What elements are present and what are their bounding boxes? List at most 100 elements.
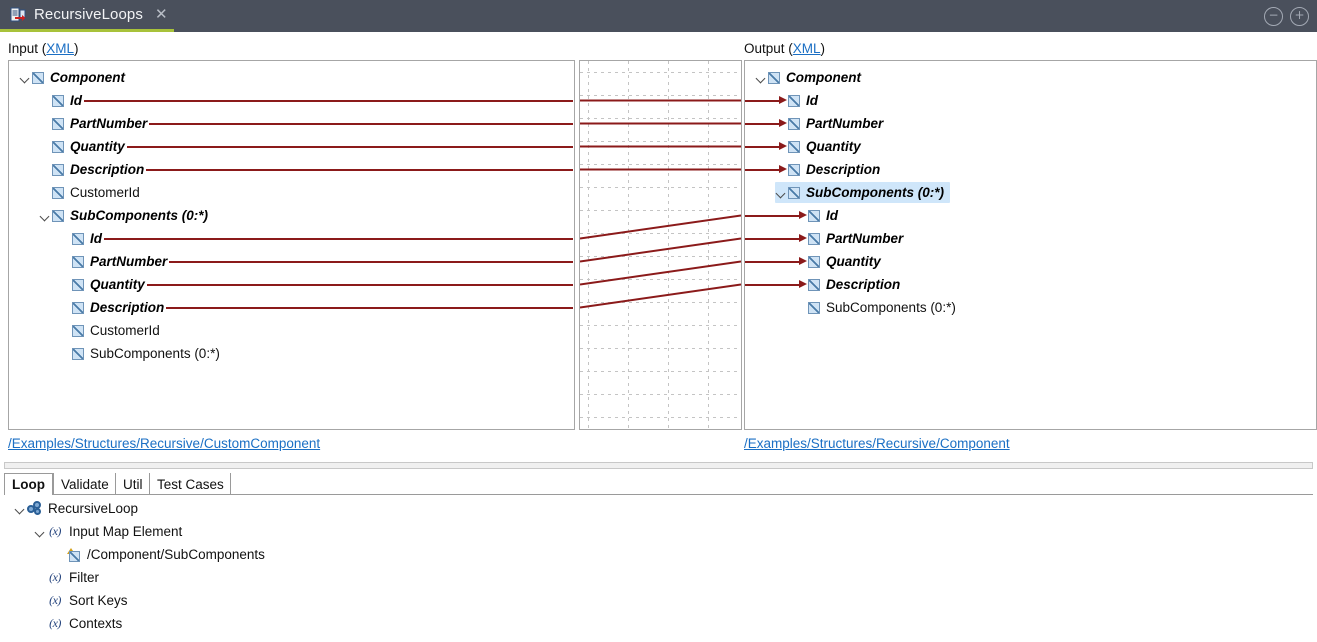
- minimize-button[interactable]: −: [1264, 7, 1283, 26]
- canvas-grid-line: [580, 118, 741, 119]
- canvas-grid-line: [580, 325, 741, 326]
- output-tree-row-label: Quantity: [806, 139, 861, 154]
- output-tree-row[interactable]: Id: [795, 204, 838, 227]
- expand-collapse-icon[interactable]: [775, 181, 788, 204]
- loop-properties-tree[interactable]: RecursiveLoop(x)Input Map Element/Compon…: [4, 497, 1313, 642]
- bottom-tab-util[interactable]: Util: [115, 473, 150, 495]
- input-tree-row-label: CustomerId: [70, 185, 140, 200]
- output-tree-row-label: Id: [826, 208, 838, 223]
- output-tree-row[interactable]: PartNumber: [775, 112, 883, 135]
- xml-element-icon: [32, 71, 44, 84]
- expand-collapse-icon[interactable]: [34, 520, 47, 543]
- loop-tree-row[interactable]: (x)Contexts: [34, 612, 122, 635]
- mapping-connector-line: [580, 214, 741, 240]
- output-tree-row-label: SubComponents (0:*): [806, 185, 944, 200]
- output-tree-row[interactable]: SubComponents (0:*): [795, 296, 956, 319]
- xml-element-icon: [72, 324, 84, 337]
- loop-tree-row[interactable]: RecursiveLoop: [14, 497, 138, 520]
- output-tree-row[interactable]: Id: [775, 89, 818, 112]
- output-label-text: Output (: [744, 41, 793, 56]
- loop-tree-row[interactable]: /Component/SubComponents: [54, 543, 265, 566]
- close-icon[interactable]: ✕: [154, 5, 168, 23]
- xml-element-icon: [788, 140, 800, 153]
- xml-element-icon: [808, 209, 820, 222]
- mapping-canvas[interactable]: [579, 60, 742, 430]
- input-schema-path-link[interactable]: /Examples/Structures/Recursive/CustomCom…: [8, 436, 321, 451]
- bottom-tab-label: Loop: [12, 477, 45, 492]
- bottom-tab-loop[interactable]: Loop: [4, 473, 53, 496]
- bottom-tab-validate[interactable]: Validate: [53, 473, 116, 495]
- tab-strip-baseline: [4, 494, 1313, 495]
- horizontal-splitter[interactable]: [4, 462, 1313, 469]
- maximize-button[interactable]: +: [1290, 7, 1309, 26]
- input-tree-row[interactable]: Quantity: [39, 135, 125, 158]
- input-tree-row[interactable]: SubComponents (0:*): [39, 204, 208, 227]
- canvas-grid-line: [580, 72, 741, 73]
- xml-element-icon: [52, 163, 64, 176]
- output-tree-row-label: Component: [786, 70, 861, 85]
- input-tree-row[interactable]: Quantity: [59, 273, 145, 296]
- mapping-arrow-head-icon: [799, 280, 807, 288]
- output-tree-row-label: Description: [806, 162, 881, 177]
- output-schema-path-link[interactable]: /Examples/Structures/Recursive/Component: [744, 436, 1010, 451]
- mapping-arrow-line: [745, 260, 800, 263]
- xml-element-icon: [72, 255, 84, 268]
- mapping-connector-lines: [580, 99, 741, 309]
- output-tree-row[interactable]: Description: [775, 158, 880, 181]
- xml-element-icon: [52, 94, 64, 107]
- input-tree-row[interactable]: CustomerId: [39, 181, 140, 204]
- loop-tree-row[interactable]: (x)Input Map Element: [34, 520, 182, 543]
- output-tree-row[interactable]: PartNumber: [795, 227, 903, 250]
- loop-tree-row[interactable]: (x)Sort Keys: [34, 589, 127, 612]
- xml-element-icon: [52, 209, 64, 222]
- output-tree-row[interactable]: Component: [755, 66, 861, 89]
- output-tree-row[interactable]: SubComponents (0:*): [775, 181, 950, 204]
- mapping-arrow-line: [745, 237, 800, 240]
- loop-tree-row[interactable]: (x)Filter: [34, 566, 99, 589]
- mapping-arrow-line: [745, 122, 780, 125]
- editor-tab-recursiveloops[interactable]: RecursiveLoops ✕: [0, 0, 174, 32]
- xml-element-icon: [52, 186, 64, 199]
- input-xml-link[interactable]: XML: [46, 41, 75, 56]
- input-tree-row-label: PartNumber: [90, 254, 168, 269]
- mapping-arrow-head-icon: [799, 257, 807, 265]
- input-tree-row[interactable]: Description: [39, 158, 144, 181]
- output-tree-row[interactable]: Description: [795, 273, 900, 296]
- output-xml-link[interactable]: XML: [792, 41, 821, 56]
- input-panel-label: Input (XML): [8, 41, 79, 56]
- input-tree-row[interactable]: SubComponents (0:*): [59, 342, 220, 365]
- canvas-grid-line: [580, 210, 741, 211]
- loop-icon: [27, 501, 42, 516]
- canvas-grid-line: [588, 61, 589, 429]
- input-tree-row[interactable]: Id: [59, 227, 102, 250]
- xml-element-icon: [768, 71, 780, 84]
- expand-collapse-icon[interactable]: [755, 66, 768, 89]
- canvas-grid-line: [580, 233, 741, 234]
- expand-collapse-icon[interactable]: [19, 66, 32, 89]
- variable-icon: (x): [49, 616, 61, 630]
- canvas-grid-line: [580, 371, 741, 372]
- bottom-tab-label: Util: [123, 476, 143, 492]
- input-tree-row[interactable]: PartNumber: [39, 112, 147, 135]
- mapping-arrow-head-icon: [779, 165, 787, 173]
- xml-element-icon: [788, 186, 800, 199]
- input-label-text: Input (: [8, 41, 47, 56]
- mapping-arrow-head-icon: [779, 119, 787, 127]
- input-tree-row[interactable]: CustomerId: [59, 319, 160, 342]
- input-tree-row-label: SubComponents (0:*): [90, 346, 220, 361]
- output-tree-row[interactable]: Quantity: [775, 135, 861, 158]
- xml-element-icon: [808, 278, 820, 291]
- xml-element-icon: [52, 140, 64, 153]
- input-tree-row[interactable]: Id: [39, 89, 82, 112]
- variable-icon: (x): [49, 570, 61, 584]
- bottom-tab-test-cases[interactable]: Test Cases: [149, 473, 231, 495]
- input-tree-row[interactable]: PartNumber: [59, 250, 167, 273]
- expand-collapse-icon[interactable]: [14, 497, 27, 520]
- input-tree-row[interactable]: Description: [59, 296, 164, 319]
- output-tree-row[interactable]: Quantity: [795, 250, 881, 273]
- expand-collapse-icon[interactable]: [39, 204, 52, 227]
- input-tree-row[interactable]: Component: [19, 66, 125, 89]
- mapping-arrow-head-icon: [779, 96, 787, 104]
